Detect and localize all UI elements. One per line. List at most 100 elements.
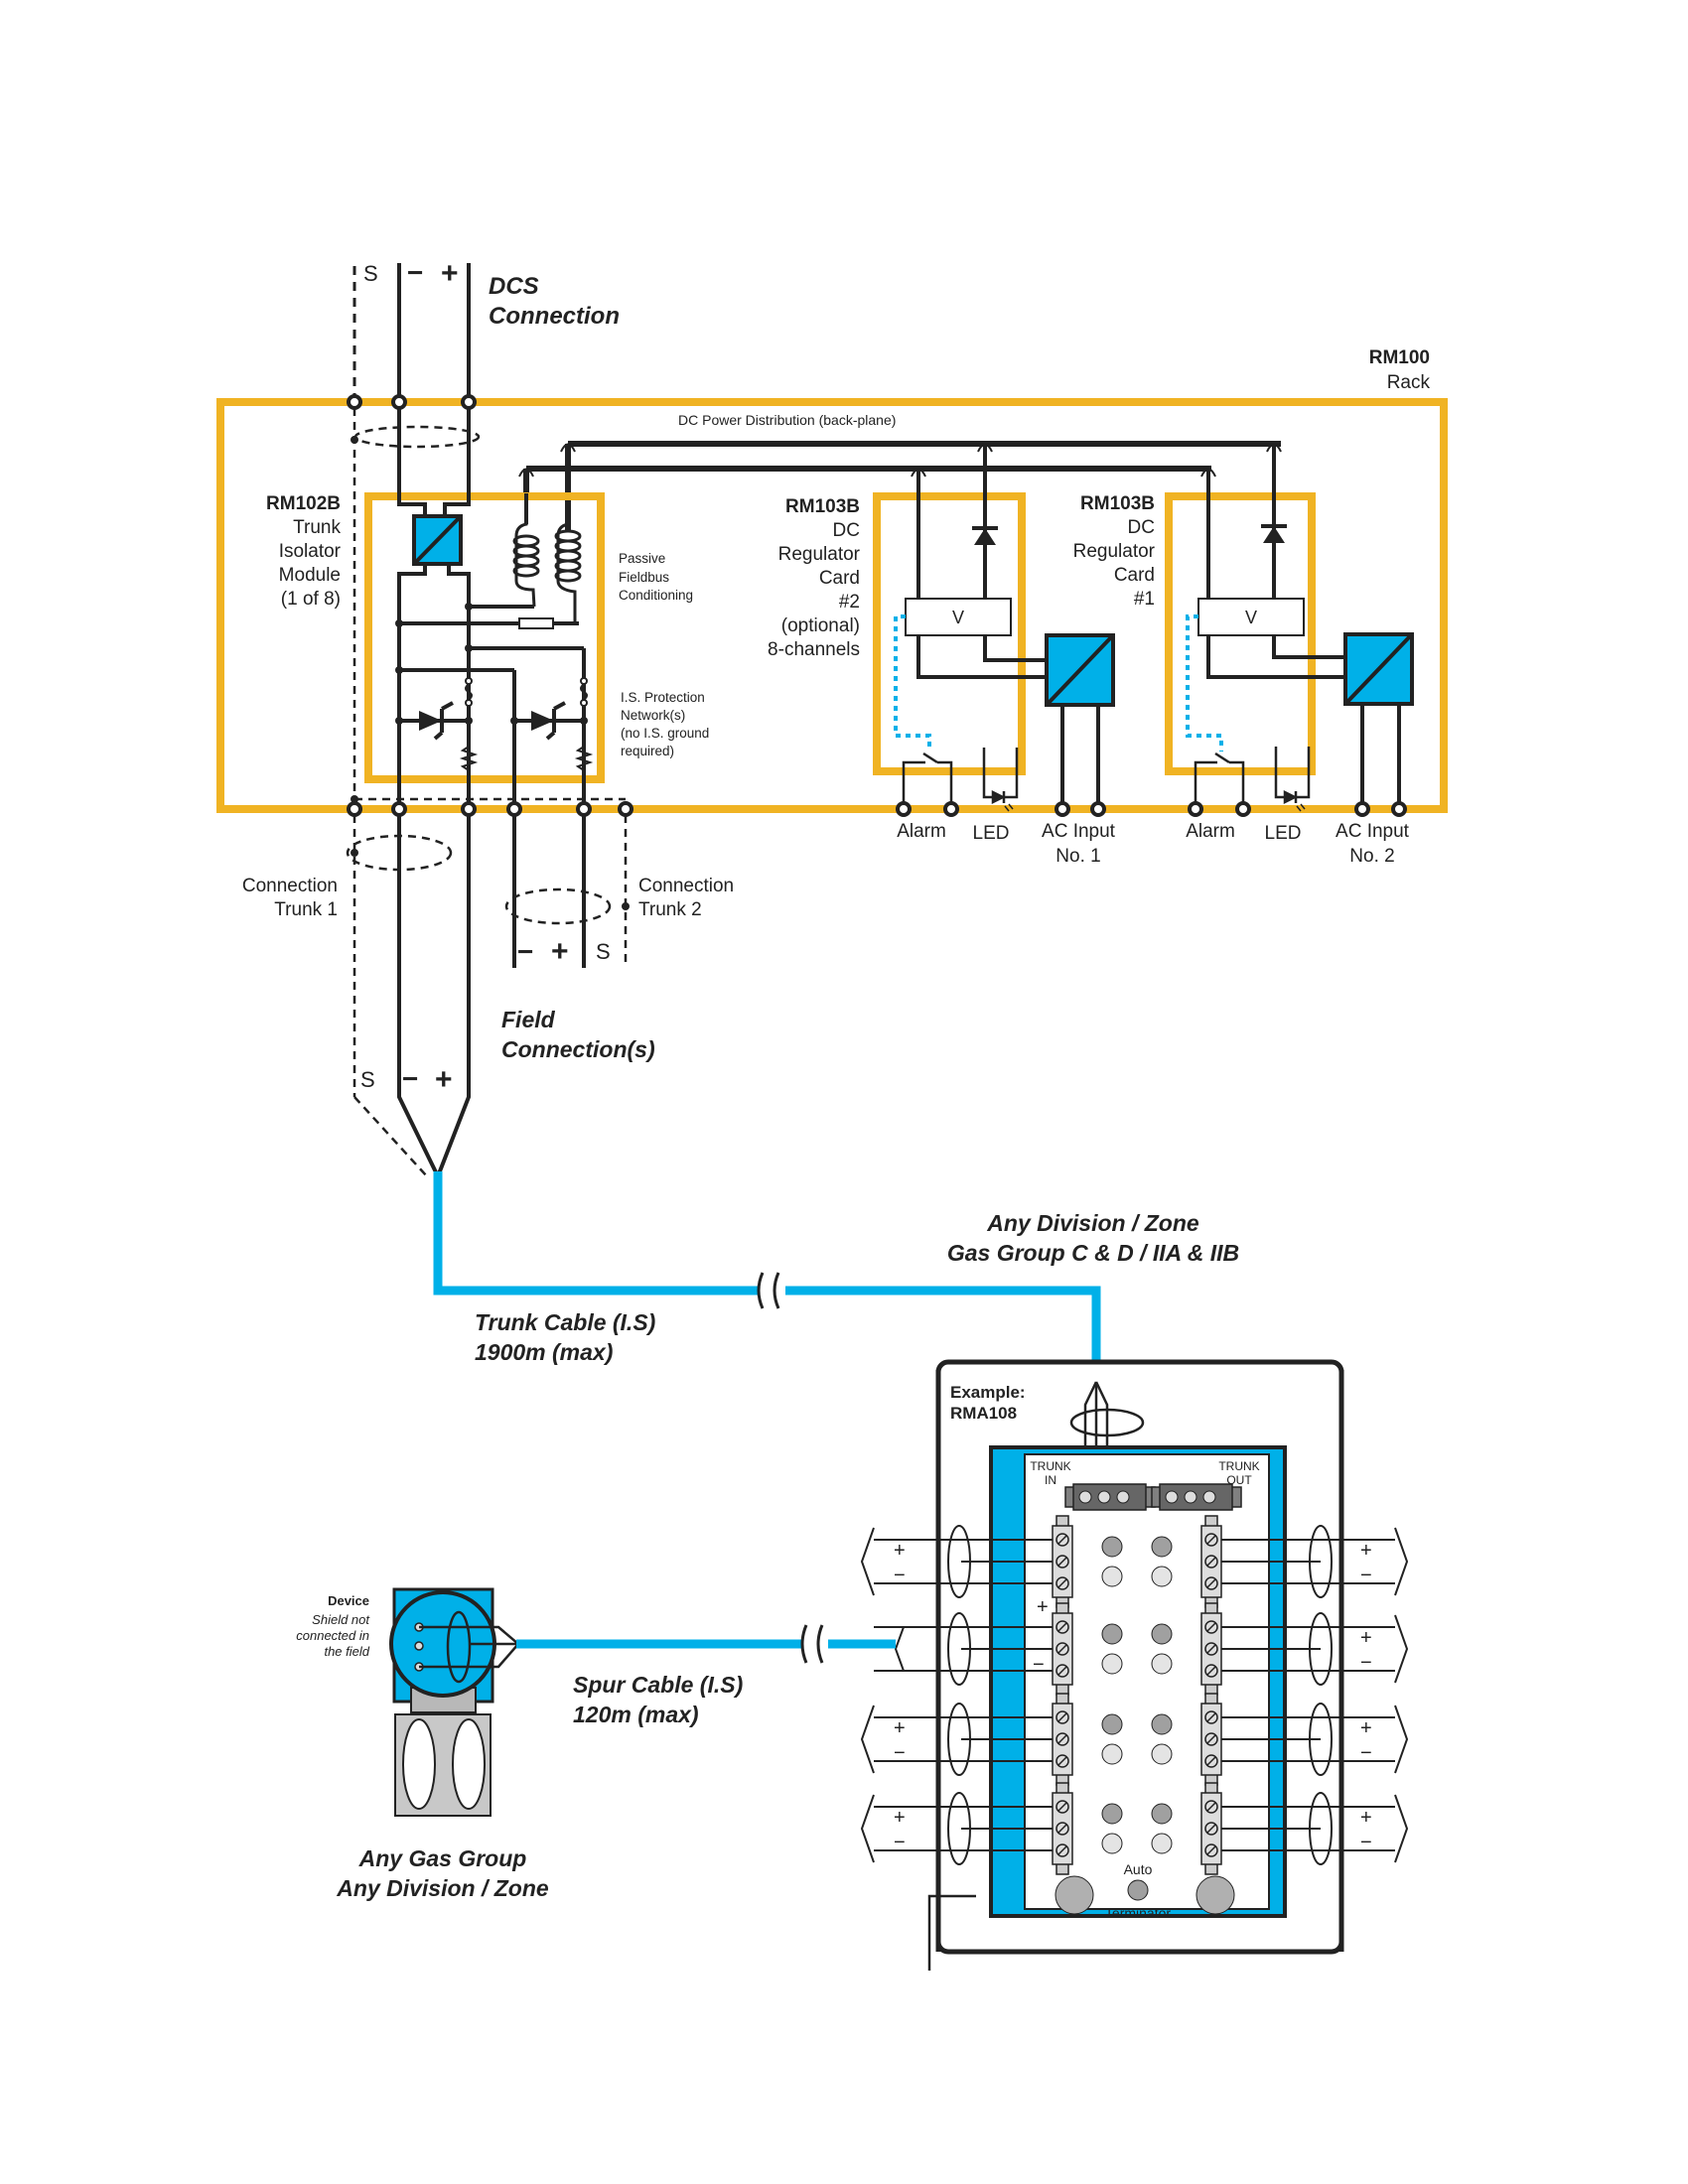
spur-row: +−+− xyxy=(860,1693,1409,1786)
isolator-line: Trunk xyxy=(293,517,341,538)
spur-led-status xyxy=(1101,1566,1123,1587)
resistor-zigzag-icon xyxy=(459,746,594,771)
trunk2-label-line1: Connection xyxy=(638,876,734,896)
spur-cable-line1: Spur Cable (I.S) xyxy=(573,1672,743,1698)
voltage-regulator-box xyxy=(905,598,1012,636)
terminal-trunk1-plus[interactable] xyxy=(461,801,477,817)
terminal-dcs-plus[interactable] xyxy=(461,394,477,410)
diode-icon xyxy=(972,526,998,545)
spur-terminal-block[interactable] xyxy=(1200,1515,1222,1608)
backplane-connector-arcs xyxy=(518,443,1282,478)
spur-terminal-block[interactable] xyxy=(1052,1515,1073,1608)
rm102b-isolator-module: RM102B Trunk Isolator Module (1 of 8) xyxy=(266,408,709,809)
spur-led-status xyxy=(1151,1566,1173,1587)
rm103b-regulator-card-1: RM103B DC Regulator Card #1 V xyxy=(1073,444,1414,812)
field-minus-label: − xyxy=(402,1063,418,1094)
dcs-title-line2: Connection xyxy=(489,303,620,330)
terminal-ac2-a[interactable] xyxy=(1354,801,1370,817)
terminal-alarm1-b[interactable] xyxy=(1235,801,1251,817)
terminal-trunk2-minus[interactable] xyxy=(506,801,522,817)
spur-cable-line2: 120m (max) xyxy=(573,1702,699,1727)
spur-plus-label: + xyxy=(1360,1807,1372,1829)
terminal-ac1-a[interactable] xyxy=(1055,801,1070,817)
spur-arrow-icon xyxy=(860,1527,875,1596)
terminal-alarm1-a[interactable] xyxy=(1188,801,1203,817)
trunk-in-terminal-block[interactable] xyxy=(1064,1483,1156,1511)
zener-diode-icon xyxy=(531,701,566,741)
spur-led-status xyxy=(1101,1623,1123,1645)
terminal-alarm2-b[interactable] xyxy=(943,801,959,817)
spur-arrow-icon xyxy=(1394,1794,1409,1863)
regulator1-model: RM103B xyxy=(1080,493,1155,514)
conditioning-line: Fieldbus xyxy=(619,570,669,585)
spur-led-status xyxy=(1101,1713,1123,1735)
dcs-shield-label: S xyxy=(363,261,378,286)
ac1-label-line1: AC Input xyxy=(1042,821,1116,842)
regulator2-line: Regulator xyxy=(778,544,861,565)
shield-ellipse xyxy=(947,1792,971,1865)
junction-dots xyxy=(395,603,588,725)
spur-minus-label: − xyxy=(1033,1654,1045,1676)
led1-label: LED xyxy=(1265,823,1302,844)
spur-terminal-block[interactable] xyxy=(1052,1602,1073,1696)
regulator2-line: (optional) xyxy=(781,615,860,636)
terminal-alarm2-a[interactable] xyxy=(896,801,912,817)
spur-led-status xyxy=(1101,1833,1123,1854)
alarm1-label: Alarm xyxy=(1186,821,1235,842)
terminal-trunk1-minus[interactable] xyxy=(391,801,407,817)
spur-minus-label: − xyxy=(1360,1742,1372,1764)
bottom-terminal-labels: Alarm LED AC Input No. 1 Alarm LED AC In… xyxy=(897,821,1409,867)
trunk1-label-line2: Trunk 1 xyxy=(274,899,338,920)
ac2-label-line2: No. 2 xyxy=(1349,846,1394,867)
field-device[interactable] xyxy=(389,1587,556,1817)
spur-terminal-block[interactable] xyxy=(1052,1782,1073,1875)
inductor-coil-icon xyxy=(512,493,540,608)
terminal-trunk1-shield[interactable] xyxy=(347,801,362,817)
spur-terminal-block[interactable] xyxy=(1200,1693,1222,1786)
shield-junction-dot xyxy=(351,795,358,803)
spur-terminal-block[interactable] xyxy=(1200,1602,1222,1696)
terminal-trunk2-plus[interactable] xyxy=(576,801,592,817)
terminator-mount-left xyxy=(1055,1875,1094,1915)
spur-terminal-block[interactable] xyxy=(1200,1782,1222,1875)
junction-example-label: Example: xyxy=(950,1383,1026,1402)
dcs-title-line1: DCS xyxy=(489,273,539,300)
spur-plus-label: + xyxy=(1037,1596,1049,1618)
spur-row: +−+− xyxy=(860,1515,1409,1608)
spur-led-status xyxy=(1101,1536,1123,1558)
terminal-ac1-b[interactable] xyxy=(1090,801,1106,817)
terminal-dcs-shield[interactable] xyxy=(347,394,362,410)
protection-line: Network(s) xyxy=(621,708,685,723)
terminal-trunk2-shield[interactable] xyxy=(618,801,633,817)
regulator1-v-label: V xyxy=(1245,608,1257,627)
trunk-out-terminal-block[interactable] xyxy=(1151,1483,1242,1511)
resistor-icon xyxy=(518,617,554,629)
regulator1-line: DC xyxy=(1128,517,1155,538)
connection-trunks: Connection Trunk 1 Connection Trunk 2 − … xyxy=(242,815,734,1177)
spur-led-status xyxy=(1151,1743,1173,1765)
trunk2-minus-label: − xyxy=(517,936,533,967)
terminal-dcs-minus[interactable] xyxy=(391,394,407,410)
shield-ellipse xyxy=(1309,1703,1333,1776)
regulator2-line: DC xyxy=(833,520,860,541)
spur-minus-label: − xyxy=(1360,1565,1372,1586)
isolator-line: Module xyxy=(279,565,341,586)
spur-plus-label: + xyxy=(1360,1717,1372,1739)
dcs-minus-label: − xyxy=(407,257,423,288)
dcs-plus-label: + xyxy=(441,257,459,290)
regulator2-model: RM103B xyxy=(785,496,860,517)
fuse-icon xyxy=(465,677,588,707)
rack-model: RM100 xyxy=(1369,347,1430,368)
terminal-ac2-b[interactable] xyxy=(1391,801,1407,817)
spur-arrow-icon xyxy=(1394,1705,1409,1774)
trunk-cable[interactable]: Trunk Cable (I.S) 1900m (max) xyxy=(433,1171,1101,1370)
shield-ellipse xyxy=(947,1703,971,1776)
rm100-rack: RM100 Rack DC Power Distribution (back-p… xyxy=(216,347,1448,813)
spur-led-status xyxy=(1151,1833,1173,1854)
spur-arrow-icon xyxy=(1394,1614,1409,1684)
field-plus-label: + xyxy=(435,1063,453,1096)
spur-terminal-block[interactable] xyxy=(1052,1693,1073,1786)
spur-cable[interactable]: Spur Cable (I.S) 120m (max) xyxy=(551,1624,896,1727)
trunk-out-line2: OUT xyxy=(1226,1473,1252,1487)
